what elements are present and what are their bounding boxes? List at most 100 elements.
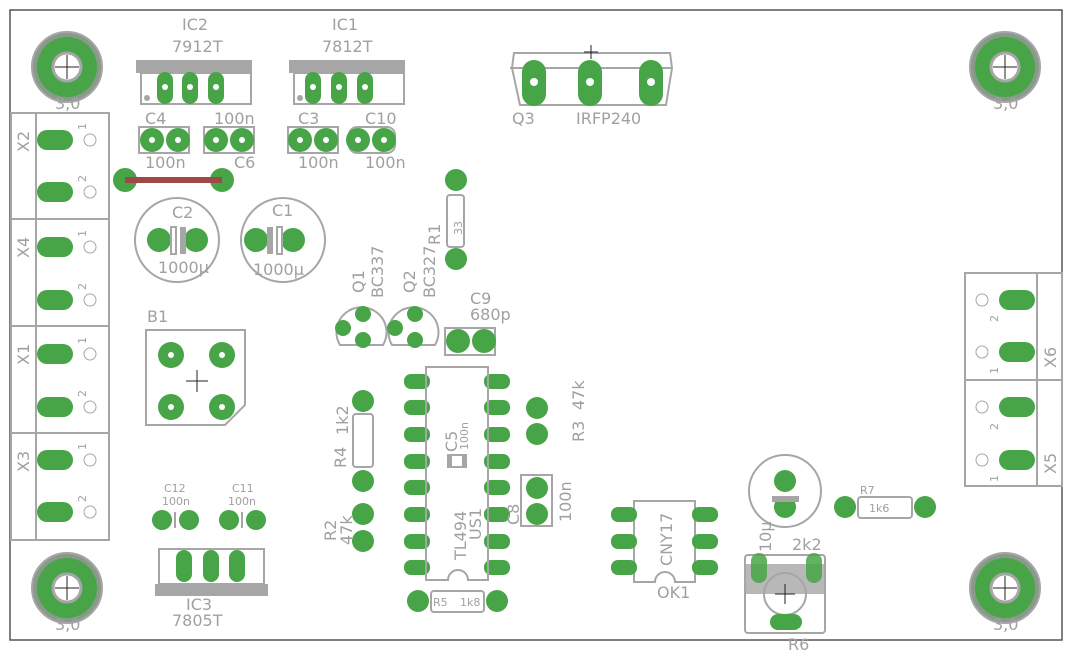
c5-value: 100n bbox=[458, 422, 471, 450]
us1-tl494[interactable]: TL494 US1 bbox=[404, 366, 510, 581]
r5-resistor[interactable]: R5 1k8 bbox=[407, 590, 508, 613]
r1-value: 33 bbox=[452, 221, 465, 235]
c8-capacitor[interactable]: C8 100n bbox=[504, 474, 575, 527]
c4-value: 100n bbox=[145, 153, 186, 172]
q2-value: BC327 bbox=[420, 246, 439, 298]
pin-label: 1 bbox=[76, 123, 89, 130]
pin-label: 2 bbox=[76, 175, 89, 182]
x6-name: X6 bbox=[1041, 347, 1060, 368]
r4-resistor[interactable]: R4 1k2 bbox=[331, 390, 374, 492]
ic2-regulator[interactable]: IC2 7912T bbox=[136, 15, 252, 105]
terminal-x6[interactable]: X6 2 1 bbox=[964, 272, 1063, 381]
r1-resistor[interactable]: 33 R1 bbox=[425, 169, 467, 270]
mounting-hole[interactable]: 3,0 bbox=[969, 552, 1041, 634]
ic3-regulator[interactable]: IC3 7805T bbox=[155, 548, 268, 630]
c6-capacitor[interactable]: 100n C6 bbox=[203, 109, 255, 172]
ic1-regulator[interactable]: IC1 7812T bbox=[289, 15, 405, 105]
ic-pin-pad[interactable] bbox=[484, 507, 510, 522]
c8-value: 100n bbox=[556, 481, 575, 522]
b1-name: B1 bbox=[147, 307, 168, 326]
ic-pin-pad[interactable] bbox=[484, 427, 510, 442]
ic-pin-pad[interactable] bbox=[484, 560, 510, 575]
c12-name: C12 bbox=[164, 482, 186, 495]
q3-mosfet[interactable]: Q3 IRFP240 bbox=[510, 45, 674, 128]
r7-resistor[interactable]: R7 1k6 bbox=[834, 484, 936, 519]
c11-value: 100n bbox=[228, 495, 256, 508]
r2-resistor[interactable]: R2 47k bbox=[321, 503, 374, 552]
ic-pin-pad[interactable] bbox=[404, 480, 430, 495]
mounting-hole[interactable]: 3,0 bbox=[31, 31, 103, 113]
ic-pin-pad[interactable] bbox=[404, 454, 430, 469]
c8-name: C8 bbox=[504, 504, 523, 525]
ic-pin-pad[interactable] bbox=[404, 427, 430, 442]
pin-label: 1 bbox=[76, 443, 89, 450]
c5-name: C5 bbox=[442, 431, 461, 452]
c2-capacitor[interactable]: C2 1000µ bbox=[134, 197, 220, 283]
ic-pin-pad[interactable] bbox=[404, 560, 430, 575]
ic-pin-pad[interactable] bbox=[484, 480, 510, 495]
ic-pin-pad[interactable] bbox=[404, 507, 430, 522]
r6-trimmer[interactable]: 2k2 R6 bbox=[744, 535, 826, 654]
c9-name: C9 bbox=[470, 289, 491, 308]
x3-name: X3 bbox=[14, 451, 33, 472]
r2-value: 47k bbox=[337, 515, 356, 545]
hole-label: 3,0 bbox=[993, 615, 1018, 634]
mounting-hole[interactable]: 3,0 bbox=[31, 552, 103, 634]
c7-capacitor[interactable]: 10µ bbox=[748, 454, 822, 552]
b1-bridge-rectifier[interactable]: B1 bbox=[145, 307, 246, 426]
us1-name: US1 bbox=[466, 508, 485, 540]
ic-pin-pad[interactable] bbox=[404, 374, 430, 389]
c10-name: C10 bbox=[365, 109, 397, 128]
c9-capacitor[interactable]: C9 680p bbox=[444, 289, 511, 356]
r6-value: 2k2 bbox=[792, 535, 822, 554]
mounting-holes: 3,0 3,0 3,0 3,0 bbox=[31, 31, 1041, 634]
q1-transistor[interactable]: Q1 BC337 bbox=[335, 246, 388, 348]
ic-pin-pad[interactable] bbox=[484, 534, 510, 549]
ic-pin-pad[interactable] bbox=[484, 374, 510, 389]
terminal-x3[interactable]: X3 1 2 bbox=[10, 432, 110, 541]
ok1-optocoupler[interactable]: CNY17 OK1 bbox=[611, 500, 718, 602]
ic-pin-pad[interactable] bbox=[404, 534, 430, 549]
x1-name: X1 bbox=[14, 344, 33, 365]
pin-label: 2 bbox=[76, 495, 89, 502]
c11-capacitor[interactable]: C11 100n bbox=[219, 482, 266, 530]
c3-value: 100n bbox=[298, 153, 339, 172]
c7-value: 10µ bbox=[756, 521, 775, 552]
terminal-x4[interactable]: X4 1 2 bbox=[10, 218, 110, 327]
r3-resistor[interactable]: R3 47k bbox=[526, 380, 588, 445]
r5-value: 1k8 bbox=[460, 596, 480, 609]
x4-name: X4 bbox=[14, 237, 33, 258]
c12-capacitor[interactable]: C12 100n bbox=[152, 482, 199, 530]
c2-name: C2 bbox=[172, 203, 193, 222]
c3-name: C3 bbox=[298, 109, 319, 128]
mounting-hole[interactable]: 3,0 bbox=[969, 31, 1041, 113]
ic2-value: 7912T bbox=[172, 37, 223, 56]
terminal-x1[interactable]: X1 1 2 bbox=[10, 325, 110, 434]
c10-capacitor[interactable]: C10 100n bbox=[346, 109, 406, 172]
terminal-x2[interactable]: X2 1 2 bbox=[10, 112, 110, 220]
pin-label: 1 bbox=[76, 230, 89, 237]
x2-name: X2 bbox=[14, 131, 33, 152]
wire-bridge[interactable] bbox=[113, 168, 234, 192]
ic-pin-pad[interactable] bbox=[484, 454, 510, 469]
pin-label: 1 bbox=[76, 337, 89, 344]
r2-name: R2 bbox=[321, 520, 340, 541]
q3-name: Q3 bbox=[512, 109, 535, 128]
c6-name: C6 bbox=[234, 153, 255, 172]
q1-value: BC337 bbox=[368, 246, 387, 298]
ic-pin-pad[interactable] bbox=[484, 400, 510, 415]
c3-capacitor[interactable]: C3 100n bbox=[287, 109, 339, 172]
c4-capacitor[interactable]: C4 100n bbox=[138, 109, 190, 172]
c5-capacitor[interactable]: C5 100n bbox=[442, 422, 471, 468]
pin-label: 2 bbox=[988, 315, 1001, 322]
terminal-x5[interactable]: X5 2 1 bbox=[964, 379, 1063, 487]
ic2-name: IC2 bbox=[182, 15, 208, 34]
c1-capacitor[interactable]: C1 1000µ bbox=[240, 197, 326, 283]
ic3-name: IC3 bbox=[186, 595, 212, 614]
ic-pin-pad[interactable] bbox=[404, 400, 430, 415]
q1-name: Q1 bbox=[349, 270, 368, 293]
pin-label: 2 bbox=[76, 283, 89, 290]
pin-label: 1 bbox=[988, 475, 1001, 482]
q2-transistor[interactable]: Q2 BC327 bbox=[387, 246, 440, 348]
